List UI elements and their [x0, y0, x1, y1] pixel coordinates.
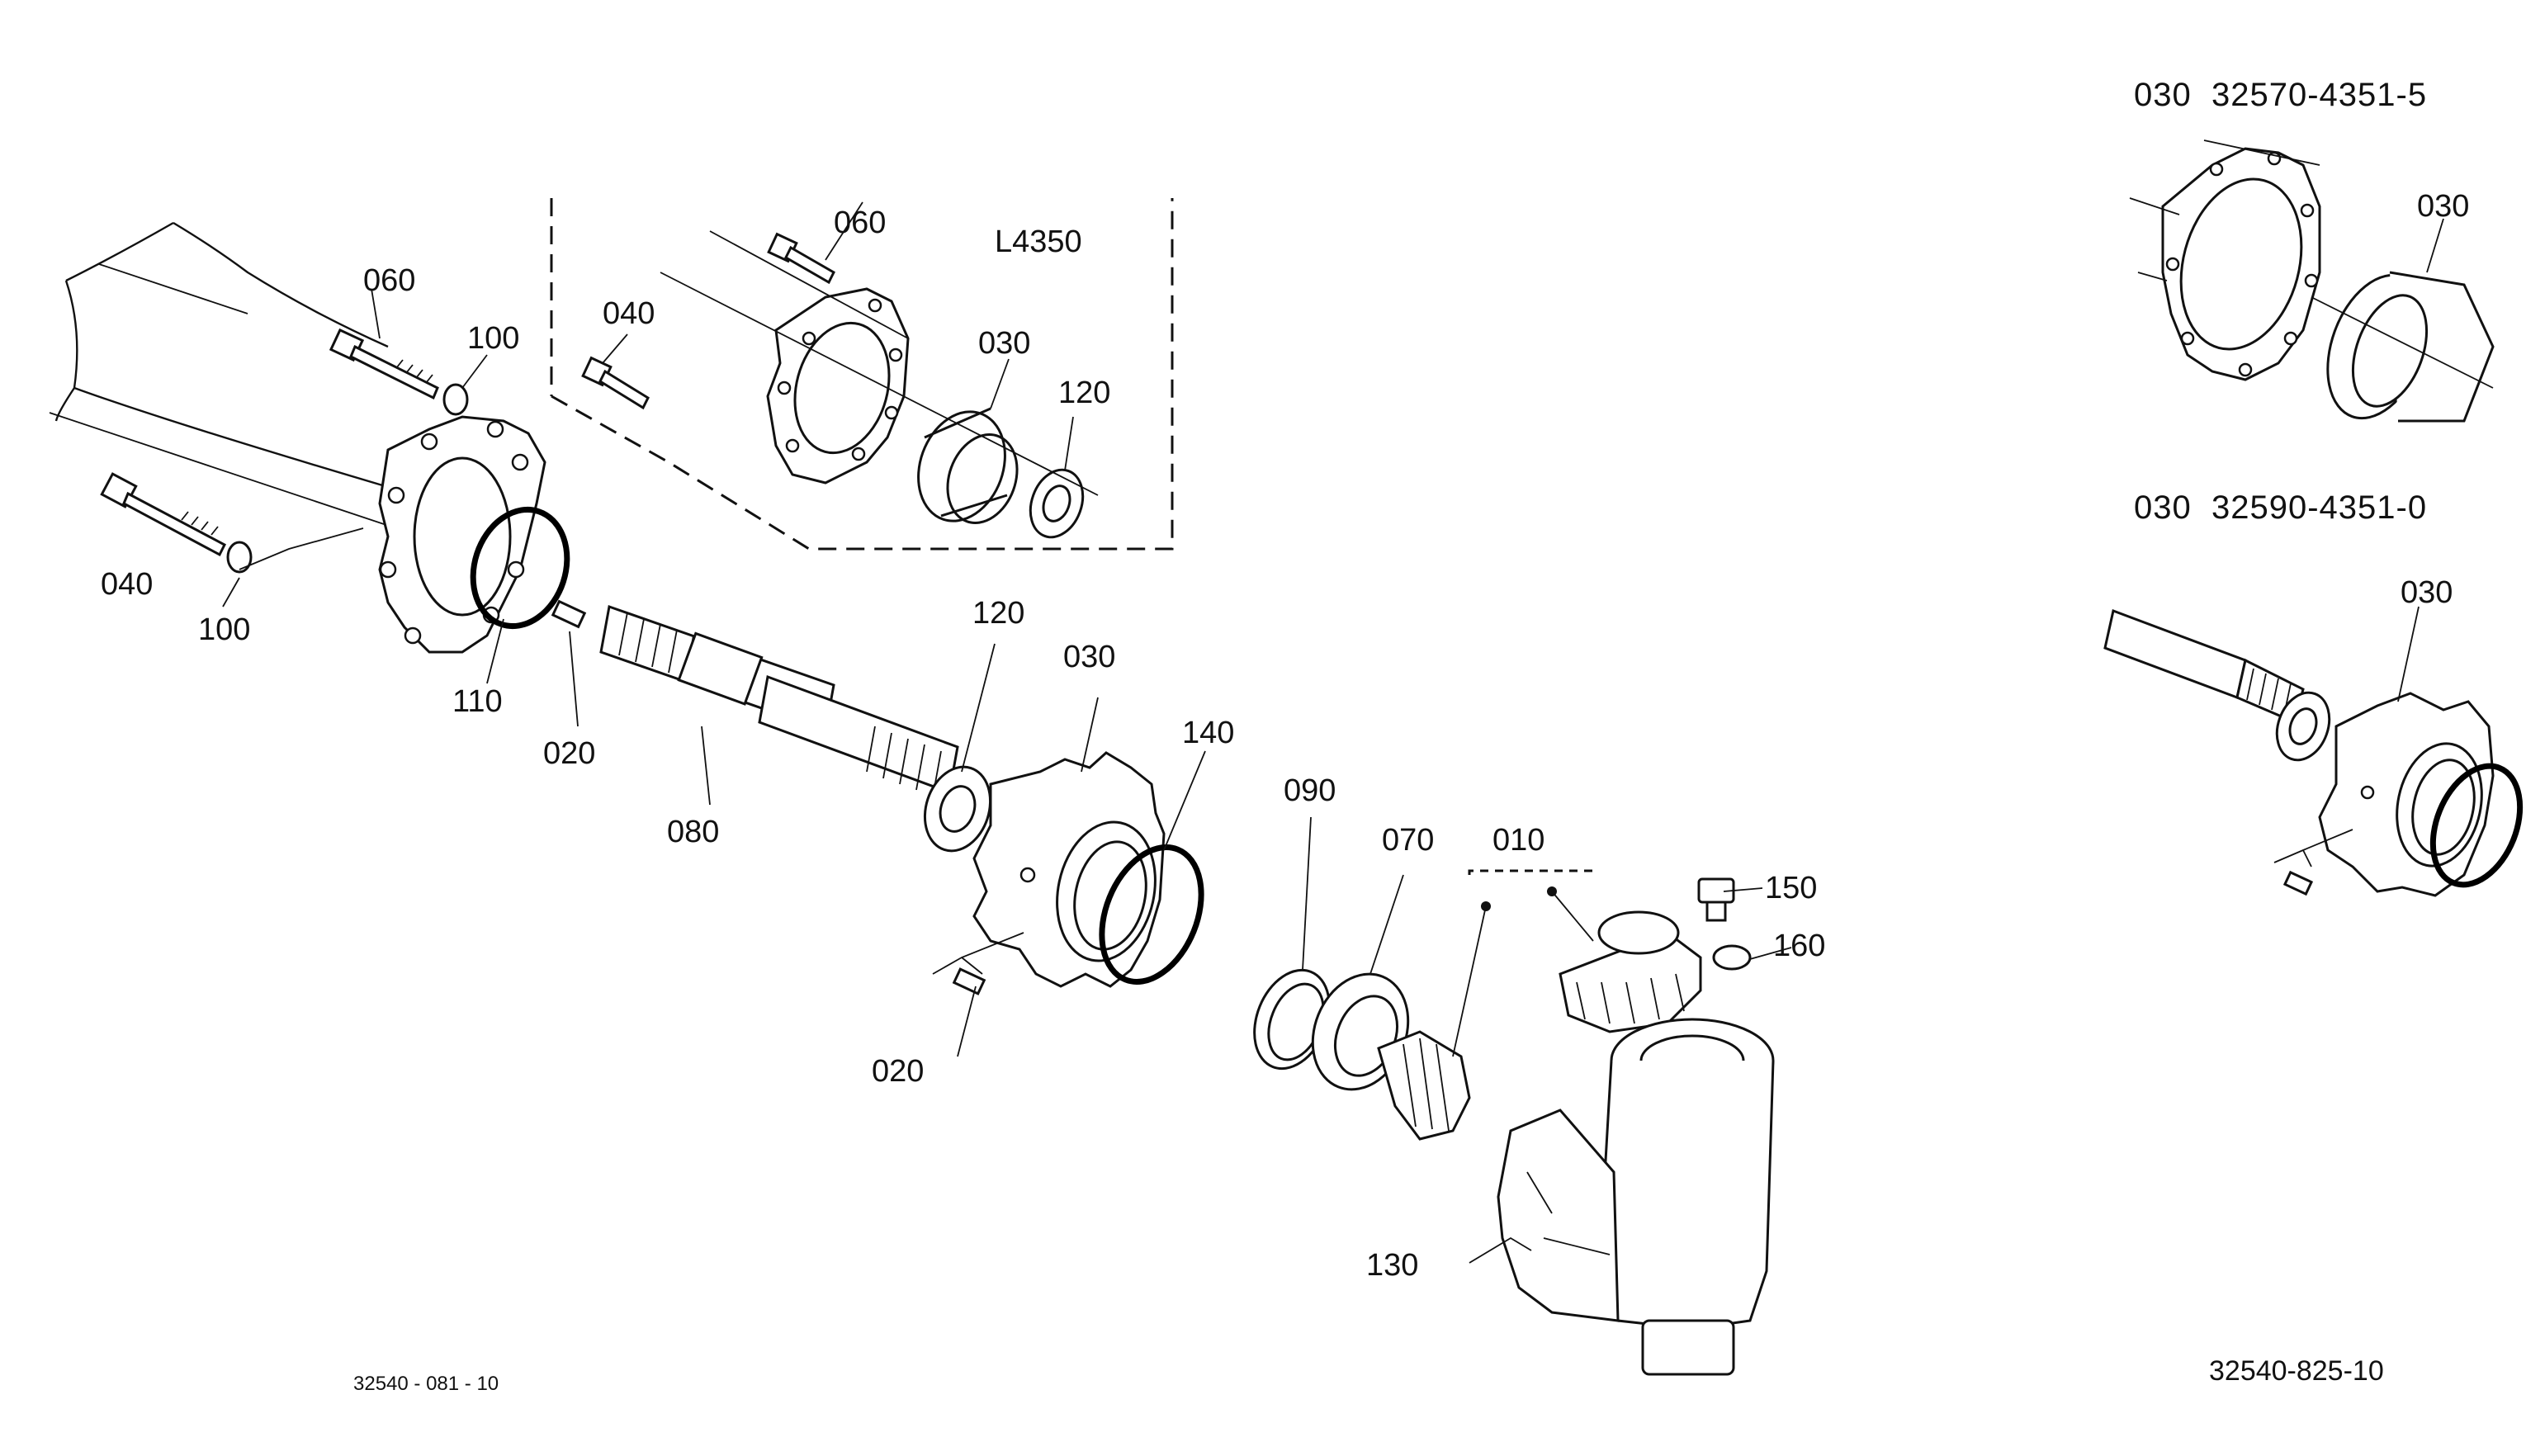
- inset-bearing-120: [1029, 468, 1085, 539]
- inset-boundary: [550, 198, 1174, 551]
- callout-090: 090: [1284, 773, 1336, 808]
- axle-housing-outline: [49, 221, 397, 529]
- variant-1-callout-030: 030: [2417, 189, 2469, 224]
- inset-callout-120: 120: [1058, 376, 1110, 410]
- variant-2-leader: [2397, 606, 2420, 702]
- inset-bearing-030: [917, 407, 1019, 524]
- variant-1-title: 030 32570-4351-5: [2134, 77, 2427, 113]
- ref-number-left: 32540 - 081 - 10: [353, 1373, 499, 1395]
- axle-flange: [378, 415, 546, 654]
- variant-1-leader: [2426, 218, 2444, 273]
- callout-160: 160: [1773, 929, 1825, 963]
- bevel-gear-010: [1559, 910, 1702, 1033]
- inset-model-label: L4350: [995, 225, 1082, 259]
- callout-040: 040: [101, 567, 153, 602]
- inset-bolt-040: [581, 356, 650, 410]
- pin-020-left: [551, 599, 587, 629]
- pin-020-lower: [952, 967, 986, 995]
- callout-140: 140: [1182, 716, 1234, 750]
- variant-2-pin: [2282, 870, 2314, 896]
- bolt-060: [329, 328, 439, 400]
- callout-070: 070: [1382, 823, 1434, 858]
- leader-lines: [222, 201, 1792, 1264]
- inset-flange: [766, 287, 910, 485]
- inset-callout-060: 060: [834, 206, 886, 240]
- inset-callout-040: 040: [603, 296, 655, 331]
- washer-100-lower: [226, 541, 253, 574]
- callout-150: 150: [1765, 871, 1817, 905]
- ref-number-right: 32540-825-10: [2209, 1355, 2384, 1387]
- callout-100-lower: 100: [198, 612, 250, 647]
- variant-1-bearing-030: [2311, 271, 2495, 423]
- inset-bolt-060: [767, 232, 835, 285]
- bevel-pinion: [1377, 1030, 1471, 1141]
- callout-030: 030: [1063, 640, 1115, 674]
- variant-2-o-ring: [2429, 763, 2524, 888]
- callout-labels: 060 100 040 100 110 020 080 120 030 140 …: [101, 206, 1825, 1283]
- callout-130: 130: [1366, 1248, 1418, 1283]
- variant-2-housing-030: [2318, 692, 2495, 897]
- variant-1-flange: [2129, 139, 2321, 381]
- bearing-120: [923, 765, 992, 853]
- callout-010: 010: [1492, 823, 1544, 858]
- bolt-040: [100, 472, 226, 557]
- variant-2-shaft: [2103, 608, 2305, 725]
- bevel-gear-case-130: [1497, 1018, 1775, 1376]
- callout-020-lower: 020: [872, 1054, 924, 1089]
- callout-060: 060: [363, 263, 415, 298]
- washer-100-upper: [442, 383, 469, 416]
- callout-110: 110: [452, 684, 503, 719]
- inset-callout-030: 030: [978, 326, 1030, 361]
- housing-030: [972, 751, 1166, 988]
- variant-2-callout-030: 030: [2401, 575, 2453, 610]
- callout-120: 120: [972, 596, 1024, 631]
- shaft-080: [599, 605, 959, 797]
- callout-080: 080: [667, 815, 719, 849]
- o-ring-140: [1099, 844, 1204, 985]
- plug-150: [1697, 877, 1735, 922]
- callout-020-left: 020: [543, 736, 595, 771]
- variant-2-title: 030 32590-4351-0: [2134, 489, 2427, 526]
- callout-100-upper: 100: [467, 321, 519, 356]
- variant-2-bearing: [2275, 691, 2331, 762]
- washer-160: [1712, 944, 1752, 971]
